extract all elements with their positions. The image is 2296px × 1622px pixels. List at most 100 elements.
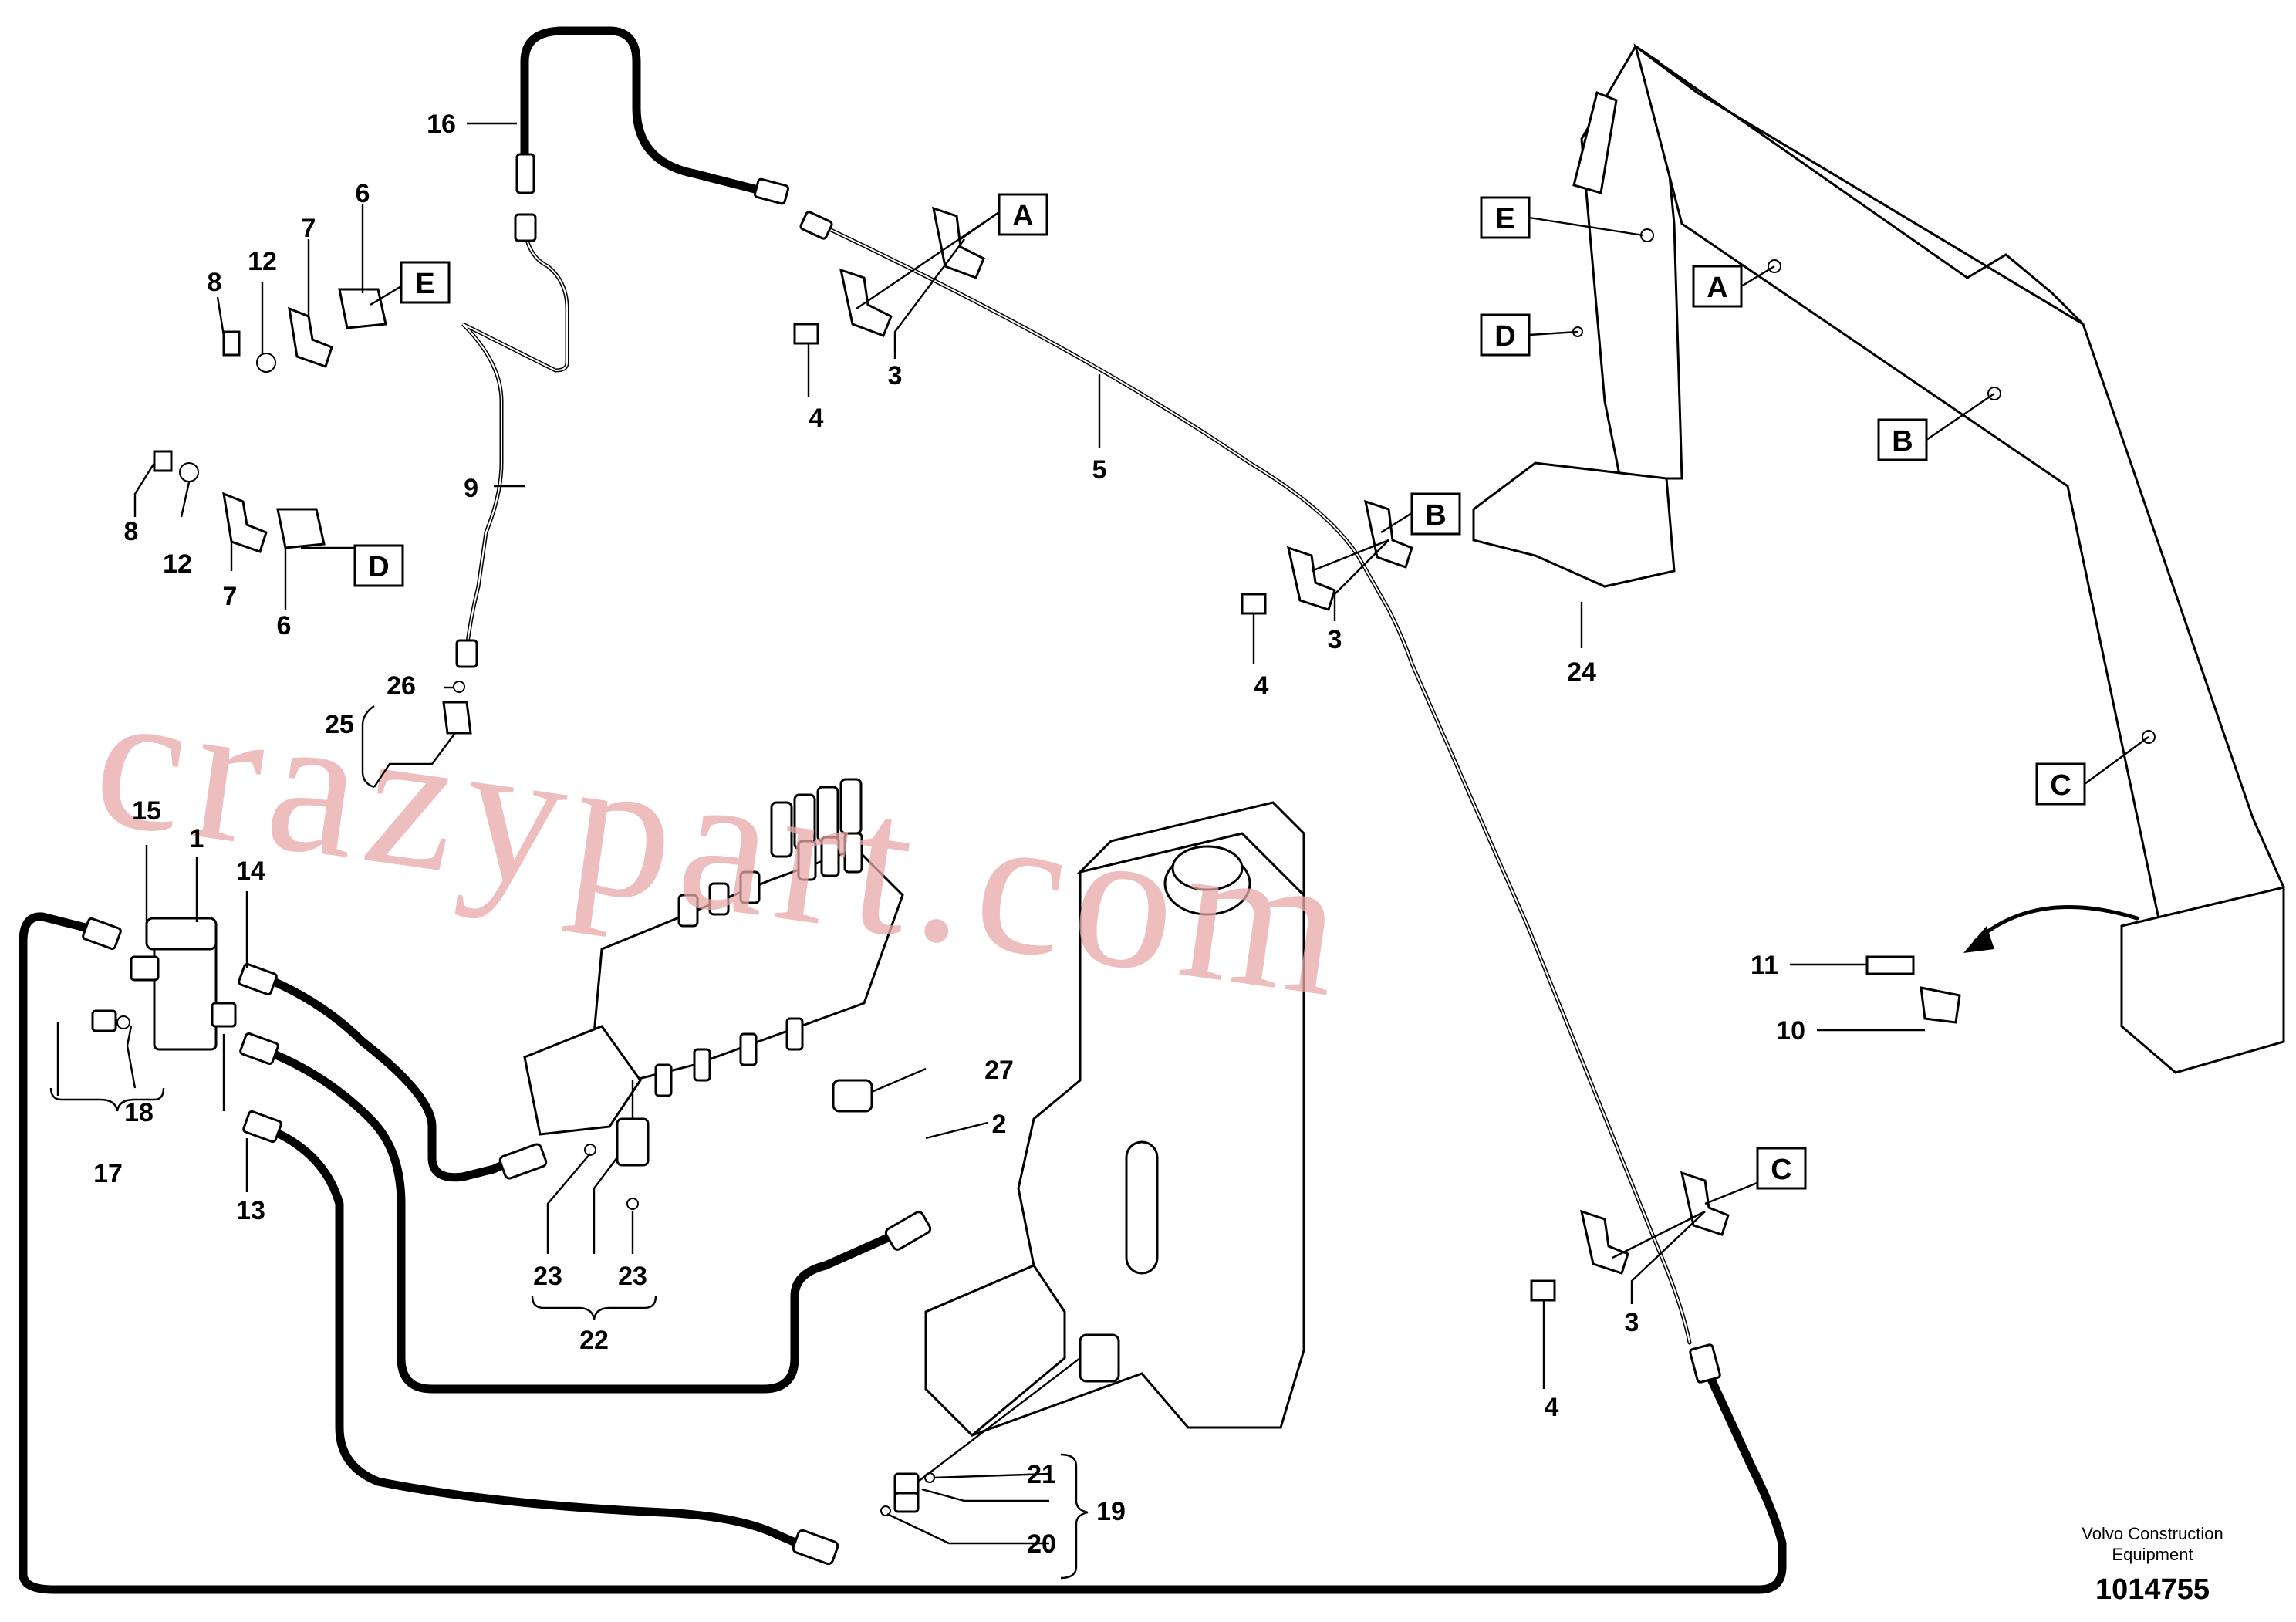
ref-box-c-arm: C <box>2035 736 2149 806</box>
callout-22: 22 <box>579 1326 609 1355</box>
oring-23-a <box>584 1144 596 1156</box>
hose-long-loop <box>19 912 1787 1594</box>
pipe-9-nut-bottom <box>455 639 478 668</box>
ref-box-e-left: E <box>400 261 451 304</box>
tank-port <box>1079 1333 1120 1383</box>
callout-5: 5 <box>1092 455 1107 485</box>
fitting-20 <box>893 1492 920 1513</box>
ref-box-e-arm: E <box>1480 196 1644 239</box>
valve-1-top <box>145 917 218 951</box>
callout-24: 24 <box>1567 657 1596 687</box>
callout-3-top: 3 <box>888 361 903 390</box>
ref-box-a-top: A <box>998 193 1048 236</box>
fitting-22 <box>616 1117 650 1167</box>
callout-19: 19 <box>1096 1497 1126 1526</box>
valve-bank-side <box>523 1025 642 1136</box>
callout-16: 16 <box>427 110 456 139</box>
arm-cylinder <box>1572 90 1618 194</box>
hose-14 <box>265 975 529 1182</box>
arm-boom <box>1633 43 2285 958</box>
fitting-2-elbow <box>884 1211 932 1251</box>
callout-1: 1 <box>190 824 204 853</box>
fitting-16-end <box>753 177 790 205</box>
valve-1-port-right <box>211 1002 237 1028</box>
callout-13: 13 <box>236 1196 265 1225</box>
fitting-14 <box>238 962 278 996</box>
ref-box-c-low: C <box>1756 1147 1807 1190</box>
tank-drain-line <box>917 1357 1081 1482</box>
ref-box-d-arm: D <box>1480 313 1578 357</box>
fitting-16 <box>515 153 535 194</box>
svg-text:D: D <box>1494 320 1515 353</box>
svg-text:E: E <box>415 268 434 300</box>
svg-text:A: A <box>1012 200 1033 232</box>
callout-15: 15 <box>132 796 161 826</box>
hoses <box>19 26 1787 1594</box>
callout-3-mid: 3 <box>1328 625 1342 654</box>
excavator-arm <box>1472 43 2285 1074</box>
callout-numbers: 16 6 7 12 8 3 4 5 9 8 12 7 6 3 4 24 26 2… <box>93 110 1805 1559</box>
washer-12-e <box>256 353 276 373</box>
pipe-5-inner <box>817 223 1690 1343</box>
pipe-9-inner <box>462 219 568 649</box>
callout-18: 18 <box>124 1098 154 1127</box>
washer-12-d <box>179 462 199 482</box>
callout-9: 9 <box>464 474 478 503</box>
tank-lower-box <box>924 1264 1066 1438</box>
fitting-25 <box>442 701 472 735</box>
fitting-13-elbow <box>792 1529 839 1566</box>
tank-sight-glass <box>1125 1140 1159 1275</box>
hydraulic-tank <box>880 801 1305 1516</box>
ref-box-a-arm: A <box>1692 265 1775 308</box>
callout-8-d: 8 <box>124 517 139 546</box>
control-valve-bank <box>523 778 904 1210</box>
clamp-10 <box>1920 986 1961 1024</box>
callout-25: 25 <box>325 710 354 739</box>
callout-6-e: 6 <box>356 179 370 208</box>
pipes <box>455 211 1692 1345</box>
callout-21: 21 <box>1027 1460 1056 1489</box>
svg-text:B: B <box>1892 425 1913 458</box>
callout-27: 27 <box>984 1056 1014 1085</box>
callout-3-low: 3 <box>1625 1308 1639 1337</box>
footer: Volvo Construction Equipment 1014755 <box>2082 1524 2223 1606</box>
brand-line-2: Equipment <box>2112 1545 2193 1564</box>
svg-text:D: D <box>368 551 389 583</box>
svg-text:A: A <box>1707 272 1727 304</box>
clamp-6-e <box>338 288 387 329</box>
pipe-9-nut-top <box>514 213 537 242</box>
ref-box-d-left: D <box>353 544 404 587</box>
bolt-8-d <box>153 450 173 472</box>
reference-boxes: A E D B C E A D <box>353 193 2149 1190</box>
svg-text:C: C <box>1771 1154 1791 1186</box>
callout-12-d: 12 <box>163 549 192 579</box>
clamp-6-d <box>276 508 326 549</box>
bucket-linkage-24 <box>1472 461 1676 588</box>
callout-4-top: 4 <box>809 404 824 433</box>
oring-18 <box>116 1015 130 1029</box>
tank-top <box>1076 801 1305 898</box>
fitting-hose2-start <box>239 1032 279 1066</box>
valve-1-port-left <box>130 955 160 982</box>
callout-11: 11 <box>1751 951 1778 980</box>
callout-26: 26 <box>387 671 416 701</box>
callout-7-e: 7 <box>302 214 316 243</box>
bolt-11 <box>1866 955 1915 975</box>
svg-text:E: E <box>1495 203 1514 235</box>
callout-17: 17 <box>93 1159 123 1188</box>
clamp-c-lower <box>1579 1209 1629 1275</box>
clamp-7-e <box>288 306 333 368</box>
oring-20 <box>880 1505 891 1516</box>
leader-lines <box>49 122 1925 1580</box>
arm-arrowhead <box>1963 926 1994 953</box>
fitting-15 <box>82 917 122 951</box>
callout-20: 20 <box>1027 1529 1056 1559</box>
ref-box-b-mid: B <box>1410 492 1461 536</box>
bolt-4-top <box>793 323 819 345</box>
arm-arrow <box>1973 904 2139 944</box>
bolt-4-low <box>1530 1279 1556 1302</box>
callout-2: 2 <box>992 1110 1007 1139</box>
callout-10: 10 <box>1776 1016 1805 1046</box>
callout-12-e: 12 <box>248 247 277 276</box>
